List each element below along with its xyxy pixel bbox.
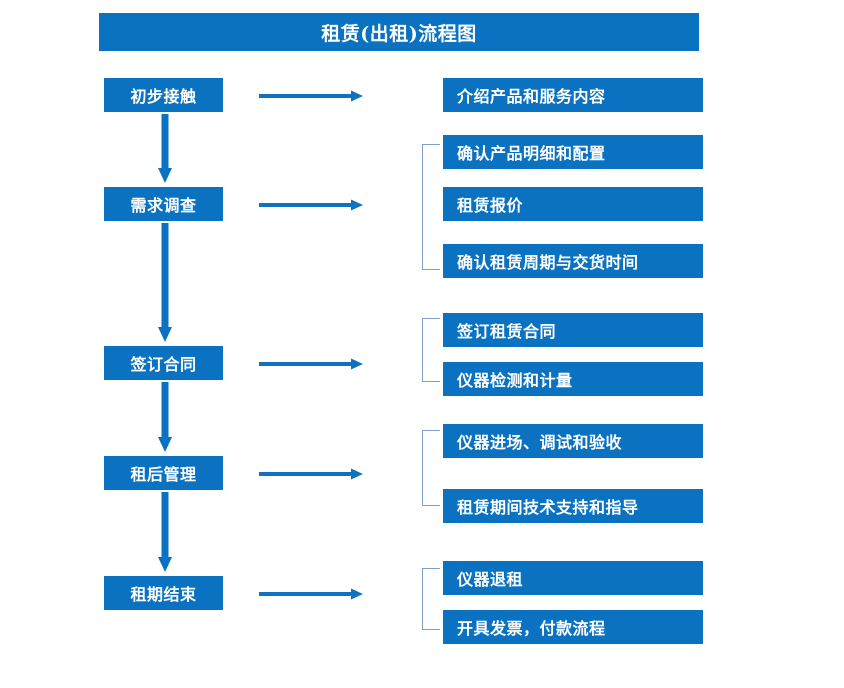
detail-box-instrument-return[interactable]: 仪器退租 [443, 561, 703, 595]
right-arrow-icon [259, 588, 363, 600]
bracket-stub-top [422, 568, 440, 569]
detail-box-sign-lease-agreement[interactable]: 签订租赁合同 [443, 313, 703, 347]
detail-box-invoice-payment[interactable]: 开具发票，付款流程 [443, 610, 703, 644]
detail-box-confirm-product-details[interactable]: 确认产品明细和配置 [443, 135, 703, 169]
stage-box-post-rental-management[interactable]: 租后管理 [104, 456, 223, 490]
bracket-stub-top [422, 144, 440, 145]
diagram-title: 租赁(出租)流程图 [99, 13, 699, 51]
group-bracket-post-rental-management [422, 430, 442, 506]
vertical-arrow-survey-to-contract [156, 223, 174, 343]
down-arrow-icon [158, 492, 172, 572]
bracket-stub-bottom [422, 269, 440, 270]
horizontal-arrow-initial-contact [259, 88, 364, 102]
detail-box-instrument-delivery-commissioning[interactable]: 仪器进场、调试和验收 [443, 424, 703, 458]
right-arrow-icon [259, 199, 363, 211]
bracket-stub-bottom [422, 505, 440, 506]
bracket-stub-top [422, 430, 440, 431]
group-bracket-needs-survey [422, 144, 442, 270]
vertical-arrow-contract-to-management [156, 382, 174, 453]
bracket-vertical-line [422, 568, 423, 630]
detail-box-technical-support[interactable]: 租赁期间技术支持和指导 [443, 489, 703, 523]
right-arrow-icon [259, 358, 363, 370]
group-bracket-lease-end [422, 568, 442, 630]
horizontal-arrow-sign-contract [259, 356, 364, 370]
group-bracket-sign-contract [422, 318, 442, 382]
bracket-vertical-line [422, 144, 423, 270]
stage-box-initial-contact[interactable]: 初步接触 [104, 78, 223, 112]
bracket-stub-bottom [422, 629, 440, 630]
right-arrow-icon [259, 90, 363, 102]
bracket-vertical-line [422, 430, 423, 506]
bracket-stub-top [422, 318, 440, 319]
bracket-vertical-line [422, 318, 423, 382]
detail-box-instrument-inspection[interactable]: 仪器检测和计量 [443, 362, 703, 396]
vertical-arrow-management-to-end [156, 492, 174, 573]
down-arrow-icon [158, 114, 172, 183]
right-arrow-icon [259, 468, 363, 480]
horizontal-arrow-needs-survey [259, 197, 364, 211]
stage-box-needs-survey[interactable]: 需求调查 [104, 187, 223, 221]
horizontal-arrow-post-rental-management [259, 466, 364, 480]
down-arrow-icon [158, 223, 172, 342]
stage-box-lease-end[interactable]: 租期结束 [104, 576, 223, 610]
bracket-stub-bottom [422, 381, 440, 382]
down-arrow-icon [158, 382, 172, 452]
detail-box-introduce-products[interactable]: 介绍产品和服务内容 [443, 78, 703, 112]
detail-box-rental-quotation[interactable]: 租赁报价 [443, 187, 703, 221]
stage-box-sign-contract[interactable]: 签订合同 [104, 346, 223, 380]
horizontal-arrow-lease-end [259, 586, 364, 600]
detail-box-confirm-lease-period[interactable]: 确认租赁周期与交货时间 [443, 244, 703, 278]
vertical-arrow-contact-to-survey [156, 114, 174, 184]
